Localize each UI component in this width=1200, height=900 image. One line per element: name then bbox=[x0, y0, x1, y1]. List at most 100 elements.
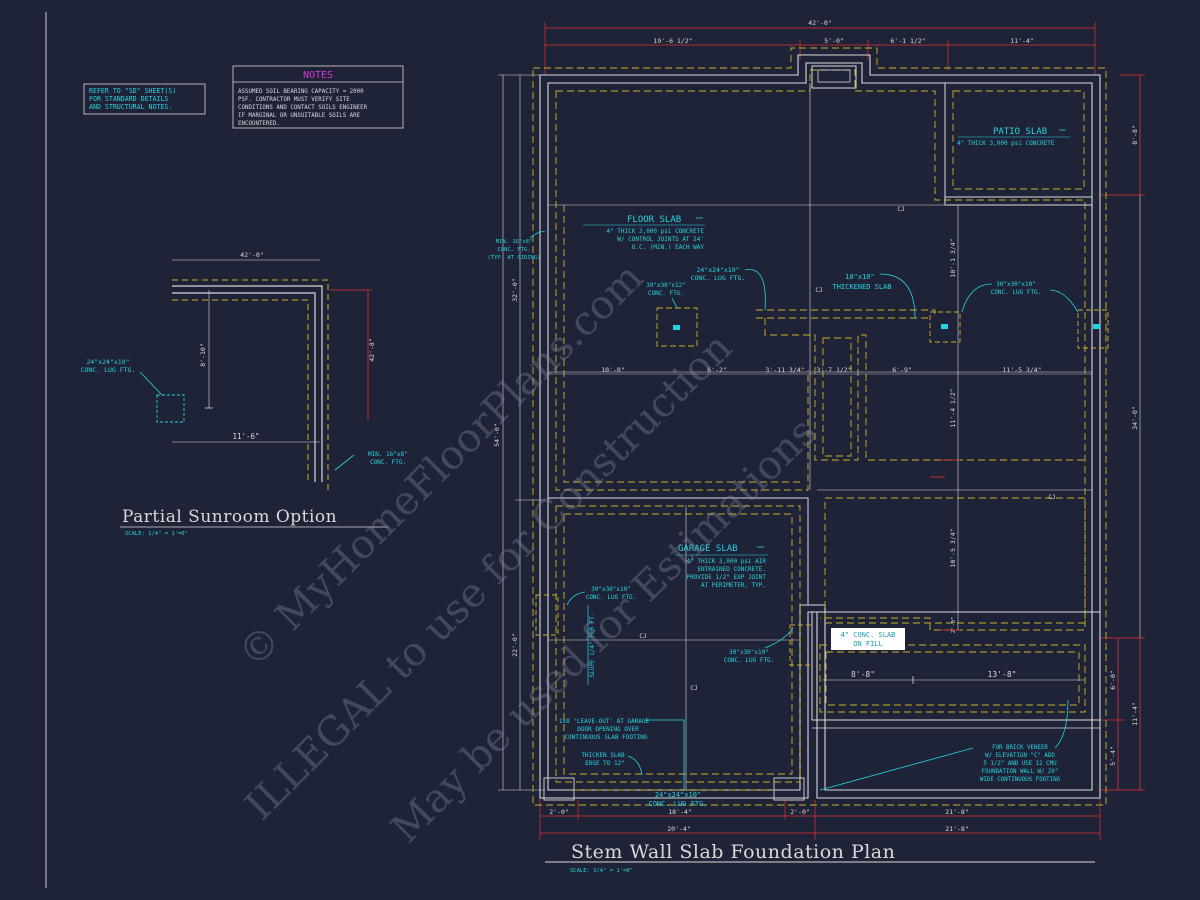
thickened-slab-label: THICKENED SLAB bbox=[832, 283, 891, 291]
brick-note: FOR BRICK VENEER bbox=[992, 745, 1048, 751]
floor-slab-note: W/ CONTROL JOINTS AT 24' bbox=[617, 236, 704, 243]
min-ftg-note: (TYP. AT SIDING) bbox=[488, 255, 541, 261]
dim-top-overall: 42'-0" bbox=[808, 19, 831, 27]
min-ftg-note: MIN. 16"x8" bbox=[496, 239, 532, 245]
dim-left-upper: 32'-0" bbox=[511, 278, 519, 301]
pier-marker bbox=[673, 325, 680, 330]
dim-top-segment: 6'-1 1/2" bbox=[890, 37, 925, 45]
lug-30-garage-left-label: CONC. LUG FTG. bbox=[586, 594, 637, 601]
foundation-plan: 42'-0" 19'-6 1/2" 5'-0" 6'-1 1/2" 11'-4"… bbox=[488, 19, 1145, 874]
garage-slab-note: AT PERIMETER, TYP. bbox=[701, 582, 766, 589]
dim-interior-small: 2'-0" bbox=[951, 617, 957, 634]
dim-interior-row: 11'-5 3/4" bbox=[1002, 366, 1041, 374]
dim-porch: 13'-8" bbox=[988, 670, 1017, 679]
notes-line: PSF. CONTRACTOR MUST VERIFY SITE bbox=[238, 97, 350, 103]
sd-note-line: AND STRUCTURAL NOTES. bbox=[89, 103, 172, 111]
plan-scale: SCALE: 1/4" = 1'=0" bbox=[570, 868, 633, 874]
brick-note: FOUNDATION WALL W/ 20" bbox=[982, 769, 1059, 775]
min-ftg-note: CONC. FTG. bbox=[497, 247, 530, 253]
dim-bottom-row1: 2'-0" bbox=[790, 808, 810, 816]
sunroom-min-ftg: MIN. 16"x8" bbox=[368, 451, 408, 458]
dim-interior-row: 6'-9" bbox=[892, 366, 912, 374]
leave-out-note: DOOR OPENING OVER bbox=[577, 726, 639, 733]
cj-label: CJ bbox=[639, 633, 646, 640]
sunroom-dim-right: 42'-8" bbox=[368, 338, 376, 361]
dim-right-r1: 6'-0" bbox=[1109, 670, 1117, 690]
pier-footing bbox=[929, 311, 961, 343]
dim-interior-row: 3'-11 3/4" bbox=[765, 366, 804, 374]
thicken-edge-note: EDGE TO 12" bbox=[585, 760, 625, 767]
dim-porch: 8'-8" bbox=[851, 670, 875, 679]
pier-marker bbox=[941, 324, 948, 329]
cj-label: CJ bbox=[815, 287, 822, 294]
lug-garage-bottom-label: 24"x24"x10" bbox=[655, 791, 701, 799]
dim-bottom-row2: 20'-4" bbox=[667, 825, 690, 833]
slope-label: SLOPE 1/4" PER FT. bbox=[589, 612, 596, 677]
patio-slab-title: PATIO SLAB bbox=[993, 127, 1047, 137]
porch-slab-label: ON FILL bbox=[853, 640, 883, 648]
notes-box: NOTES ASSUMED SOIL BEARING CAPACITY = 20… bbox=[232, 65, 404, 129]
notes-line: ENCOUNTERED. bbox=[238, 121, 280, 127]
dim-top-segment: 19'-6 1/2" bbox=[653, 37, 692, 45]
dim-right-top: 8'-8" bbox=[1131, 125, 1139, 145]
dim-interior-row: 6'-2" bbox=[707, 366, 727, 374]
lug-24-label: CONC. LUG FTG. bbox=[691, 274, 746, 282]
notes-line: ASSUMED SOIL BEARING CAPACITY = 2000 bbox=[238, 89, 364, 95]
dim-left-overall: 54'-0" bbox=[493, 423, 501, 446]
pier-footing bbox=[1077, 309, 1109, 349]
brick-note: 5 1/2" AND USE 12 CMU bbox=[983, 761, 1057, 767]
dim-interior-v-mid: 11'-4 1/2" bbox=[949, 388, 957, 427]
dim-bottom-row2: 21'-8" bbox=[945, 825, 968, 833]
lug-30-garage-left-label: 30"x30"x10" bbox=[591, 586, 631, 593]
dim-interior-row: 10'-0" bbox=[601, 366, 624, 374]
lug-30-garage-right-label: CONC. LUG FTG. bbox=[724, 657, 775, 664]
garage-slab-title: GARAGE SLAB bbox=[678, 544, 738, 554]
brick-note: W/ ELEVATION "C" ADD bbox=[985, 753, 1055, 759]
garage-slab-note: 4" THICK 3,000 psi AIR bbox=[687, 558, 767, 565]
dim-right-mid: 34'-0" bbox=[1131, 406, 1139, 429]
brick-note: WIDE CONTINUOUS FOOTING bbox=[980, 777, 1061, 783]
dim-bottom-row1: 21'-8" bbox=[945, 808, 968, 816]
lug-30-garage-right-label: 30"x30"x10" bbox=[729, 649, 769, 656]
floor-slab-note: O.C. (MIN.) EACH WAY bbox=[632, 244, 705, 251]
dim-interior-v-upper: 10'-1 3/4" bbox=[949, 238, 957, 277]
sunroom-min-ftg: CONC. FTG. bbox=[370, 459, 406, 466]
dim-right-r3: 5'-4" bbox=[1109, 746, 1117, 766]
dim-right-r2: 11'-4" bbox=[1131, 702, 1139, 725]
lug-30-right-label: 30"x30"x10" bbox=[996, 281, 1036, 288]
patio-slab-note: 4" THICK 3,000 psi CONCRETE bbox=[957, 140, 1055, 147]
lug-24-label: 24"x24"x10" bbox=[696, 266, 739, 274]
thicken-edge-note: THICKEN SLAB bbox=[581, 752, 625, 759]
dim-bottom-row1: 2'-0" bbox=[549, 808, 569, 816]
floor-slab-note: 4" THICK 3,000 psi CONCRETE bbox=[606, 228, 704, 235]
sunroom-dim-bottom: 11'-6" bbox=[232, 432, 259, 441]
dim-left-lower: 22'-0" bbox=[511, 633, 519, 656]
notes-title: NOTES bbox=[303, 70, 333, 81]
cj-label: CJ bbox=[1048, 494, 1055, 501]
lug-30x36-label: CONC. FTG. bbox=[648, 290, 684, 297]
porch-slab-badge bbox=[831, 628, 905, 650]
cj-label: CJ bbox=[897, 206, 904, 213]
sd-note-line: REFER TO "SD" SHEET(S) bbox=[89, 87, 176, 95]
sunroom-lug-label: CONC. LUG FTG. bbox=[81, 366, 136, 374]
sunroom-title: Partial Sunroom Option bbox=[122, 507, 337, 527]
lug-garage-bottom-label: CONC. LUG FTG. bbox=[648, 800, 707, 808]
sunroom-lug-label: 24"x24"x10" bbox=[86, 358, 129, 366]
sunroom-detail: 42'-0" 42'-8" 8'-10" 11'-6" 24"x24"x10" … bbox=[81, 251, 408, 537]
plan-title: Stem Wall Slab Foundation Plan bbox=[571, 841, 895, 863]
leave-out-note: 1x8 'LEAVE-OUT' AT GARAGE bbox=[559, 718, 650, 725]
sunroom-dim-top: 42'-0" bbox=[240, 251, 263, 259]
sd-note-line: FOR STANDARD DETAILS bbox=[89, 95, 168, 103]
thickened-slab-label: 18"x10" bbox=[845, 273, 875, 281]
dim-bottom-row1: 18'-4" bbox=[668, 808, 691, 816]
dim-interior-row: 3'-7 1/2" bbox=[816, 366, 851, 374]
garage-slab-note: PROVIDE 1/2" EXP JOINT bbox=[687, 574, 767, 581]
sunroom-dim-vertical: 8'-10" bbox=[199, 343, 207, 366]
pier-marker bbox=[1093, 324, 1100, 329]
lug-30-right-label: CONC. LUG FTG. bbox=[991, 289, 1042, 296]
sd-note-box: REFER TO "SD" SHEET(S) FOR STANDARD DETA… bbox=[83, 83, 206, 115]
dim-top-segment: 5'-0" bbox=[824, 37, 844, 45]
dim-interior-v-lower: 10'-5 3/4" bbox=[949, 528, 957, 567]
lug-footing bbox=[156, 394, 185, 423]
